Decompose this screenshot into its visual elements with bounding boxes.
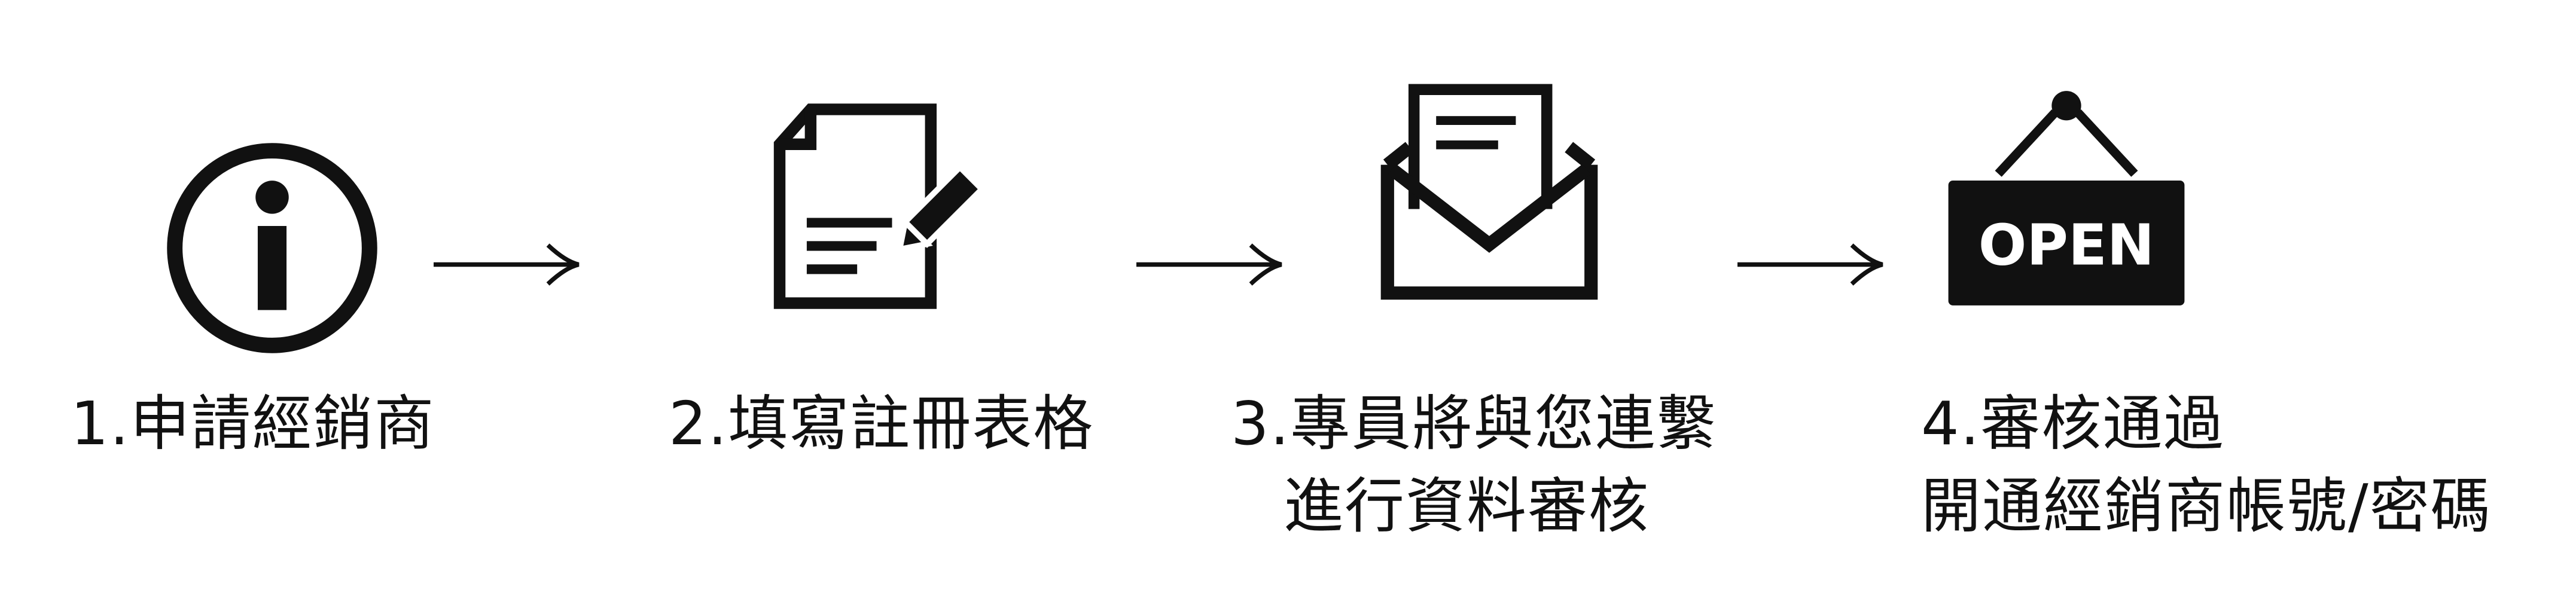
step-4-label-line-1: 4.審核通過	[1921, 389, 2225, 459]
arrow-right-icon	[1737, 242, 1884, 287]
envelope-open-icon	[1376, 81, 1603, 302]
form-edit-icon	[772, 102, 1005, 311]
step-1-label: 1.申請經銷商	[71, 383, 435, 465]
step-3-label-line-1: 3.專員將與您連繫	[1231, 389, 1718, 459]
step-3-label-line-2: 進行資料審核	[1284, 471, 1650, 541]
info-icon	[161, 138, 383, 359]
step-2-label-line: 2.填寫註冊表格	[669, 389, 1095, 459]
open-sign-icon: OPEN	[1944, 90, 2189, 317]
step-2-label: 2.填寫註冊表格	[669, 383, 1094, 465]
arrow-right-icon	[434, 242, 580, 287]
arrow-right-icon	[1136, 242, 1283, 287]
step-4-label: 4.審核通過 開通經銷商帳號/密碼	[1921, 383, 2492, 548]
open-sign-text: OPEN	[1979, 213, 2154, 279]
step-4-label-line-2: 開通經銷商帳號/密碼	[1921, 471, 2492, 541]
step-3-label: 3.專員將與您連繫 進行資料審核	[1231, 383, 1717, 548]
step-1-label-line: 1.申請經銷商	[71, 389, 435, 459]
